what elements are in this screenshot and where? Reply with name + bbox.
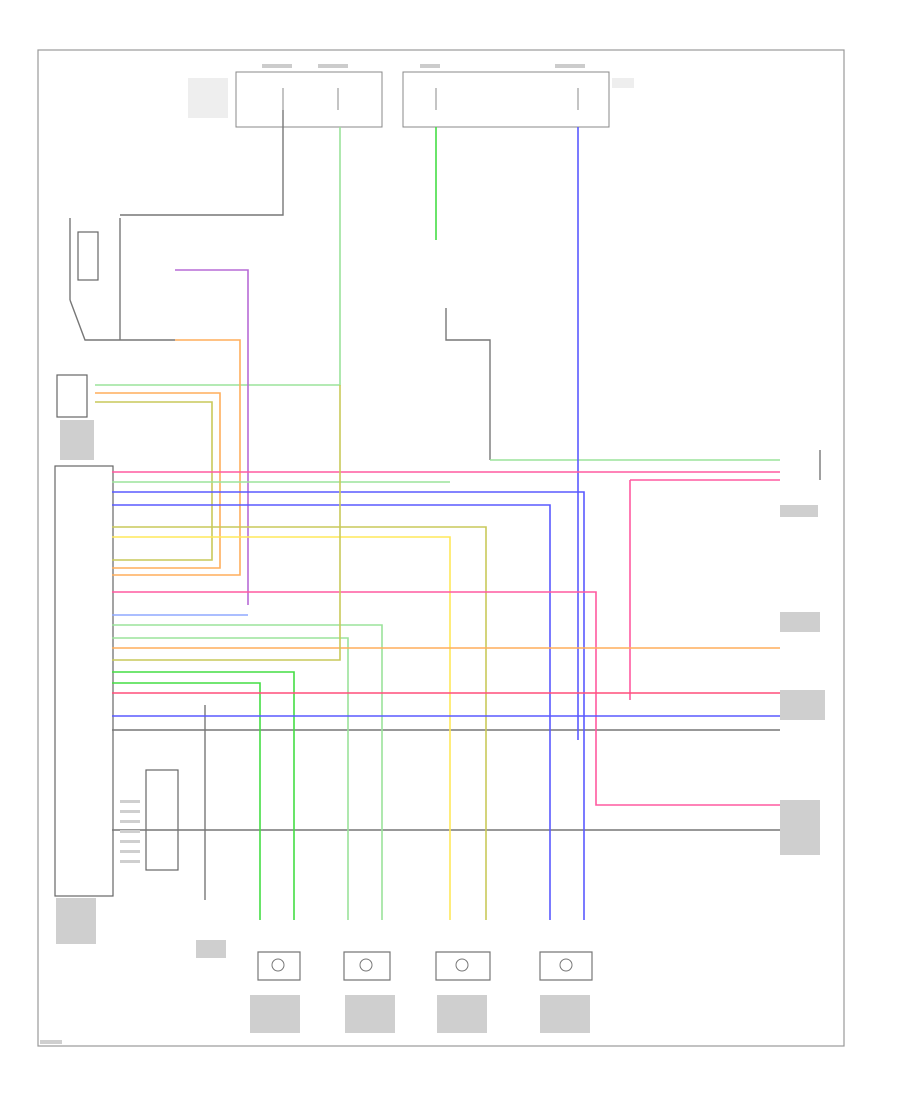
fuse-box-right — [402, 64, 634, 128]
diagram-frame — [37, 49, 845, 1047]
left-rear-sensor — [343, 951, 391, 981]
wire-group-grey — [69, 110, 821, 900]
fuse-box-left — [188, 64, 383, 128]
abs-motor-relay — [69, 218, 121, 300]
left-front-sensor — [257, 951, 301, 981]
label-marks — [40, 420, 825, 1044]
abs-sensor-box — [56, 374, 88, 418]
right-front-sensor — [435, 951, 491, 981]
data-link-connector — [145, 769, 179, 871]
wire-group-colored — [95, 127, 780, 920]
right-rear-sensor — [539, 951, 593, 981]
abs-control-unit — [54, 465, 114, 897]
